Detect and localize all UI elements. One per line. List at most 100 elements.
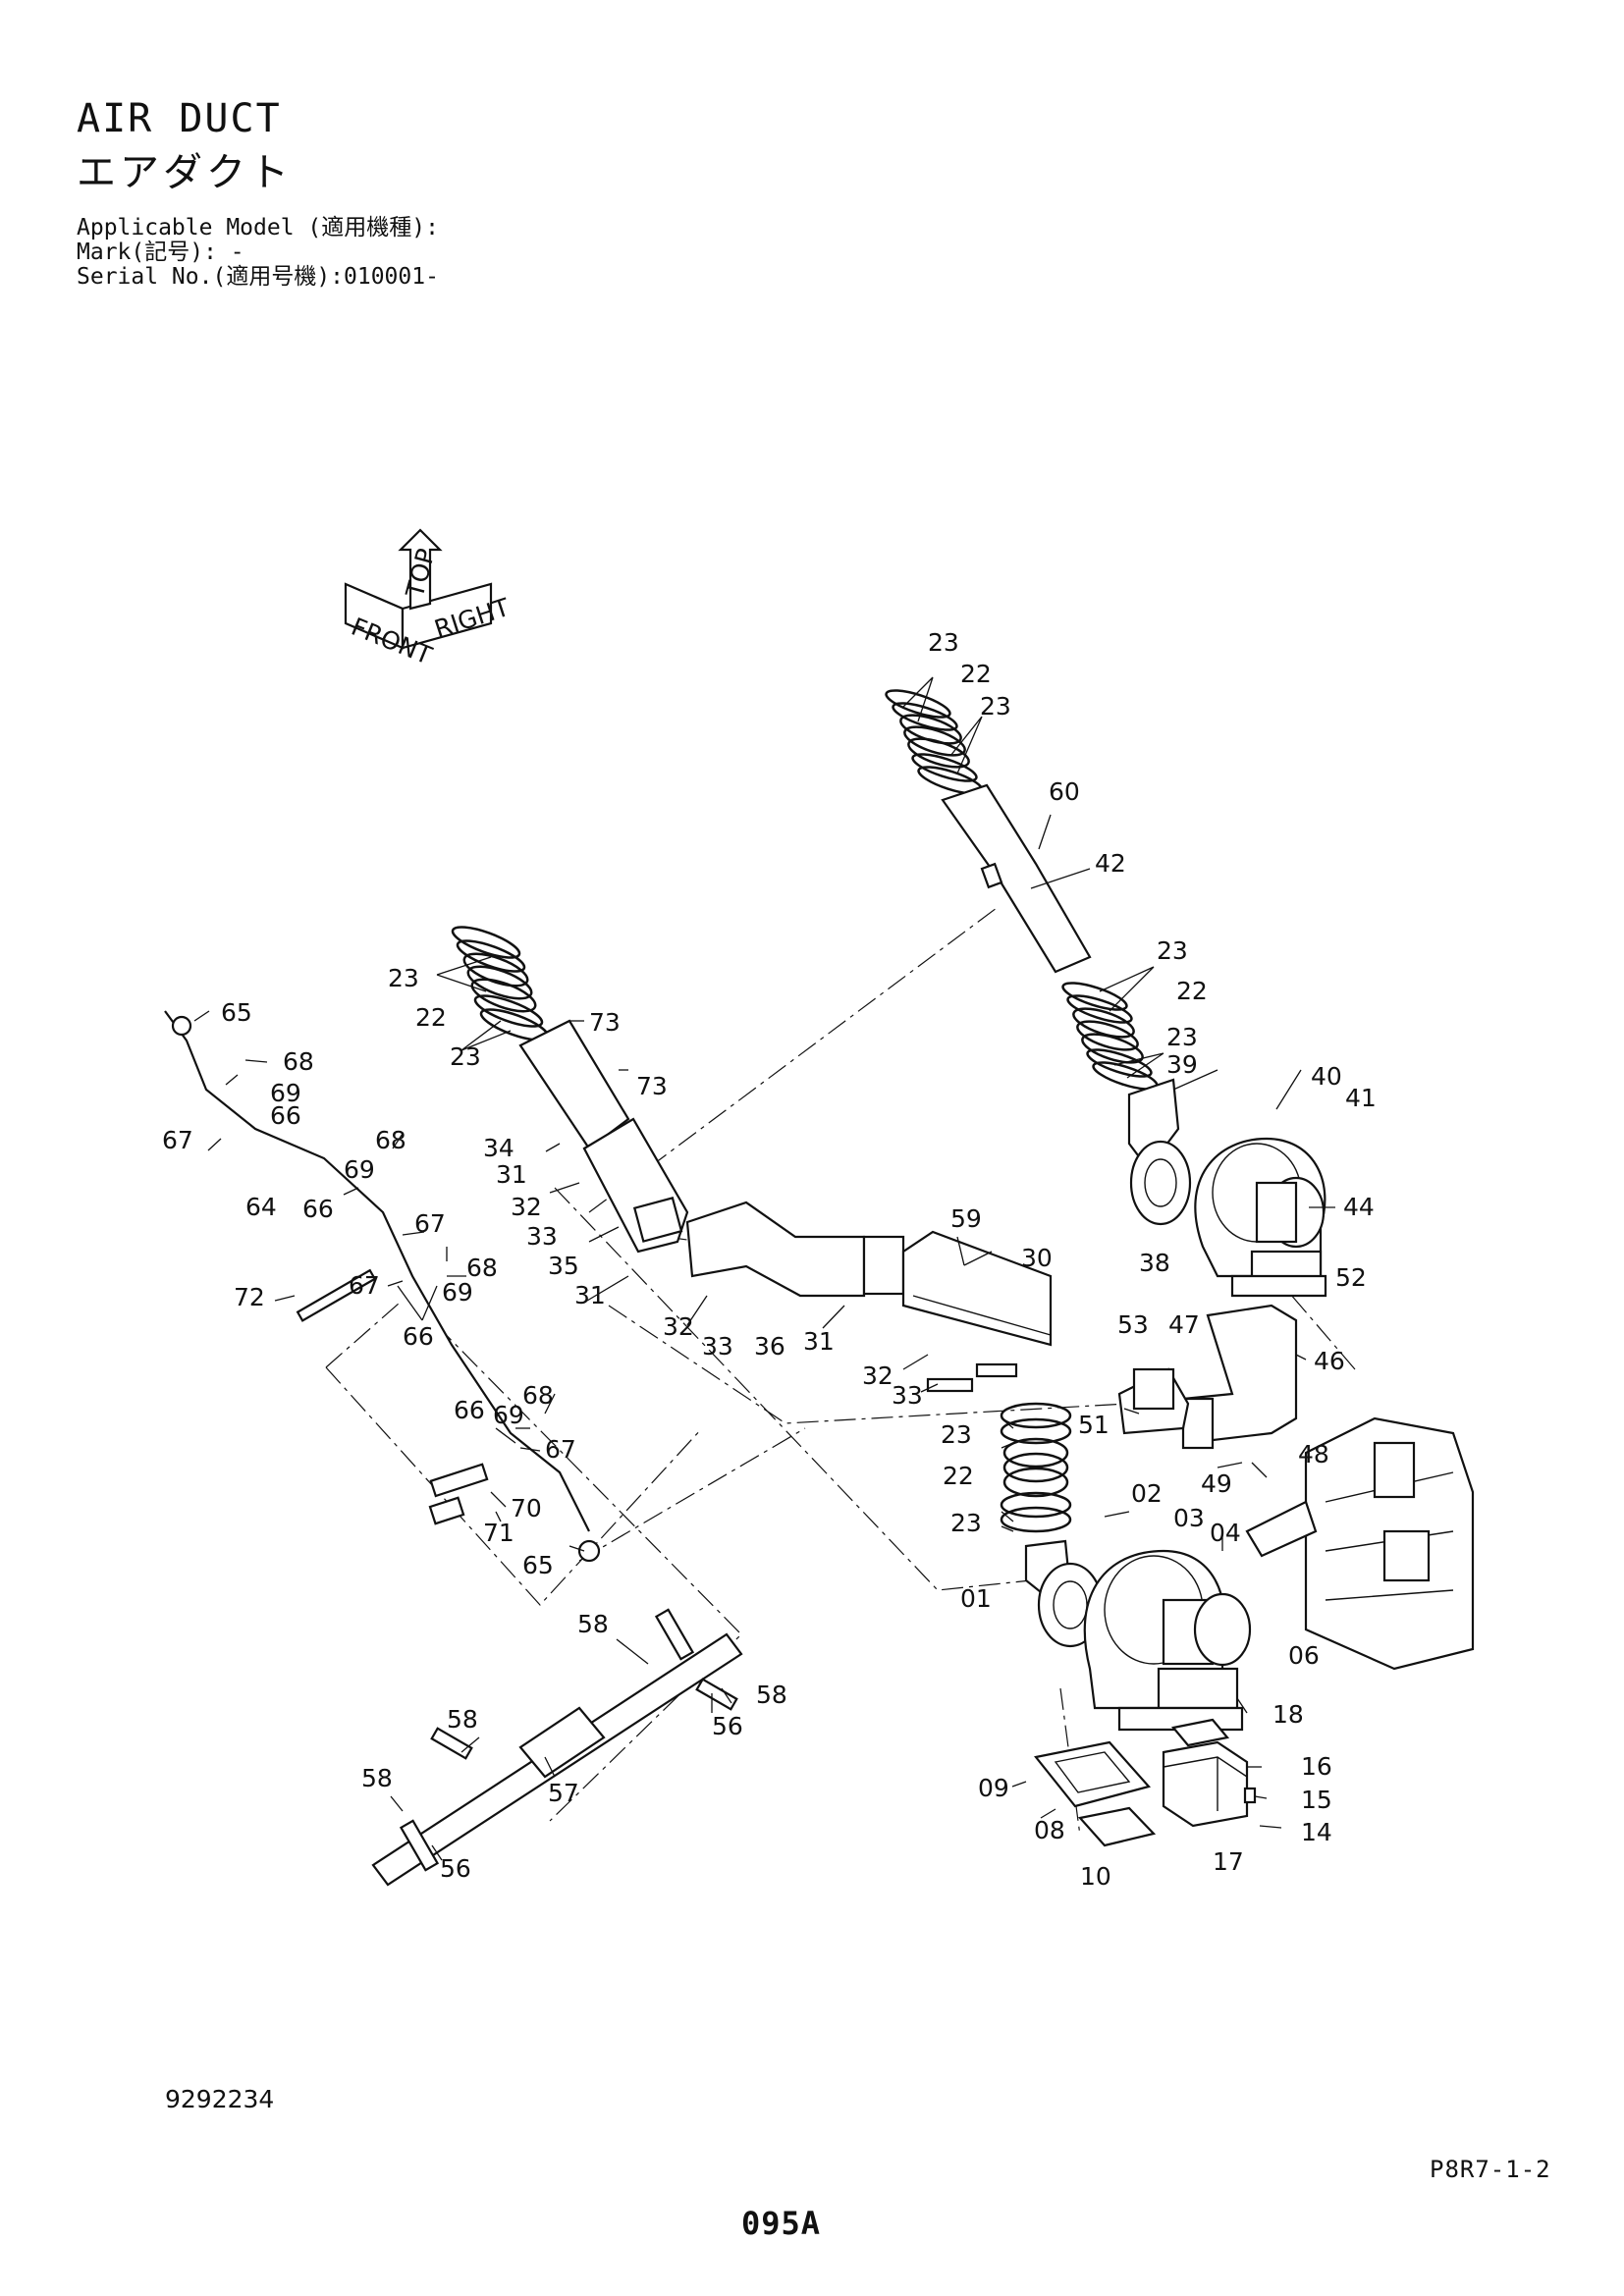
callout-label: 65	[522, 1551, 554, 1579]
callout-label: 02	[1131, 1479, 1163, 1508]
callout-label: 69	[270, 1079, 301, 1107]
callout-label: 35	[548, 1252, 579, 1280]
callout-label: 42	[1095, 849, 1126, 878]
callout-label: 70	[511, 1494, 542, 1522]
upper-right-duct	[885, 689, 1327, 1298]
serial-number-label: Serial No.(適用号機):010001-	[77, 264, 439, 290]
callout-label: 16	[1301, 1752, 1332, 1781]
callout-label: 69	[493, 1401, 524, 1429]
middle-clamp-stack-icon	[1061, 982, 1159, 1091]
callout-label: 68	[522, 1381, 554, 1410]
callout-label: 31	[574, 1281, 606, 1309]
offset-duct	[685, 1201, 866, 1298]
page-title: AIR DUCT	[77, 96, 282, 141]
filter-box-icon	[1034, 1718, 1257, 1847]
upper-clamp-stack-icon	[885, 689, 984, 795]
drawing-number: 9292234	[165, 2085, 275, 2113]
callout-label: 04	[1210, 1519, 1241, 1547]
orientation-top-label: TOP	[401, 546, 441, 602]
callout-label: 66	[302, 1195, 334, 1223]
upper-blower-icon	[1194, 1137, 1327, 1298]
callout-label: 09	[978, 1774, 1009, 1802]
callout-label: 18	[1272, 1700, 1304, 1729]
left-clamp-stack-icon	[451, 926, 550, 1041]
callout-label: 08	[1034, 1816, 1065, 1844]
callout-label: 44	[1343, 1193, 1375, 1221]
callout-label: 68	[375, 1126, 406, 1154]
sheet-reference: P8R7-1-2	[1430, 2156, 1551, 2183]
callout-label: 52	[1335, 1263, 1367, 1292]
orientation-compass-icon: TOP FRONT RIGHT	[344, 528, 514, 670]
callout-label: 46	[1314, 1347, 1345, 1375]
lower-pipe-assembly-icon	[371, 1608, 743, 1887]
callout-label: 32	[663, 1312, 694, 1341]
callout-label: 33	[702, 1332, 733, 1361]
callout-label: 58	[447, 1705, 478, 1734]
callout-label: 31	[803, 1327, 835, 1356]
callout-label: 03	[1173, 1504, 1205, 1532]
callout-label: 56	[712, 1712, 743, 1740]
callout-label: 23	[450, 1042, 481, 1071]
mark-label: Mark(記号): -	[77, 240, 244, 265]
callout-label: 68	[283, 1047, 314, 1076]
callout-label: 53	[1117, 1310, 1149, 1339]
hose-assembly-icon	[164, 1010, 601, 1563]
callout-label: 40	[1311, 1062, 1342, 1091]
callout-label: 01	[960, 1584, 992, 1613]
callout-label: 58	[577, 1610, 609, 1638]
callout-label: 34	[483, 1134, 514, 1162]
callout-label: 57	[548, 1779, 579, 1807]
callout-label: 65	[221, 998, 252, 1027]
callout-label: 67	[545, 1435, 576, 1464]
callout-label: 66	[403, 1322, 434, 1351]
left-duct-run	[451, 926, 1072, 1533]
callout-label: 67	[349, 1271, 380, 1300]
callout-label: 64	[245, 1193, 277, 1221]
callout-label: 06	[1288, 1641, 1320, 1670]
callout-label: 33	[892, 1381, 923, 1410]
callout-label: 73	[636, 1072, 668, 1100]
callout-label: 72	[234, 1283, 265, 1311]
callout-label: 58	[361, 1764, 393, 1792]
callout-label: 38	[1139, 1249, 1170, 1277]
callout-label: 49	[1201, 1469, 1232, 1498]
callout-label: 36	[754, 1332, 785, 1361]
lower-blower-icon	[1024, 1539, 1252, 1732]
callout-label: 23	[980, 692, 1011, 721]
callout-label: 23	[928, 628, 959, 657]
vertical-left-duct	[518, 1019, 630, 1150]
callout-label: 23	[1166, 1023, 1198, 1051]
callout-label: 39	[1166, 1050, 1198, 1079]
callout-label: 32	[511, 1193, 542, 1221]
callout-label: 23	[941, 1420, 972, 1449]
callout-label: 71	[483, 1519, 514, 1547]
callout-label: 22	[415, 1003, 447, 1032]
horizontal-duct-section	[901, 1230, 1053, 1347]
callout-numbers: 23 22 23 60 42 23 22 23 39 40 41 38 44 5…	[162, 628, 1377, 1891]
callout-label: 66	[270, 1101, 301, 1130]
callout-label: 59	[950, 1204, 982, 1233]
callout-label: 10	[1080, 1862, 1111, 1891]
blower-flange	[1129, 1140, 1192, 1226]
callout-label: 17	[1213, 1847, 1244, 1876]
callout-label: 31	[496, 1160, 527, 1189]
callout-label: 41	[1345, 1084, 1377, 1112]
callout-leader-lines	[193, 676, 1335, 1861]
callout-label: 73	[589, 1008, 621, 1037]
elbow-duct-icon	[1117, 1304, 1298, 1450]
callout-label: 67	[162, 1126, 193, 1154]
callout-label: 23	[950, 1509, 982, 1537]
callout-label: 68	[466, 1254, 498, 1282]
callout-label: 33	[526, 1222, 558, 1251]
callout-label: 47	[1168, 1310, 1200, 1339]
callout-label: 69	[442, 1278, 473, 1307]
callout-label: 22	[960, 660, 992, 688]
callout-label: 23	[388, 964, 419, 992]
lower-clamp-stack-icon	[1000, 1402, 1072, 1533]
callout-label: 66	[454, 1396, 485, 1424]
callout-label: 67	[414, 1209, 446, 1238]
callout-label: 23	[1157, 936, 1188, 965]
callout-label: 60	[1049, 777, 1080, 806]
page-title-japanese: エアダクト	[77, 150, 293, 195]
